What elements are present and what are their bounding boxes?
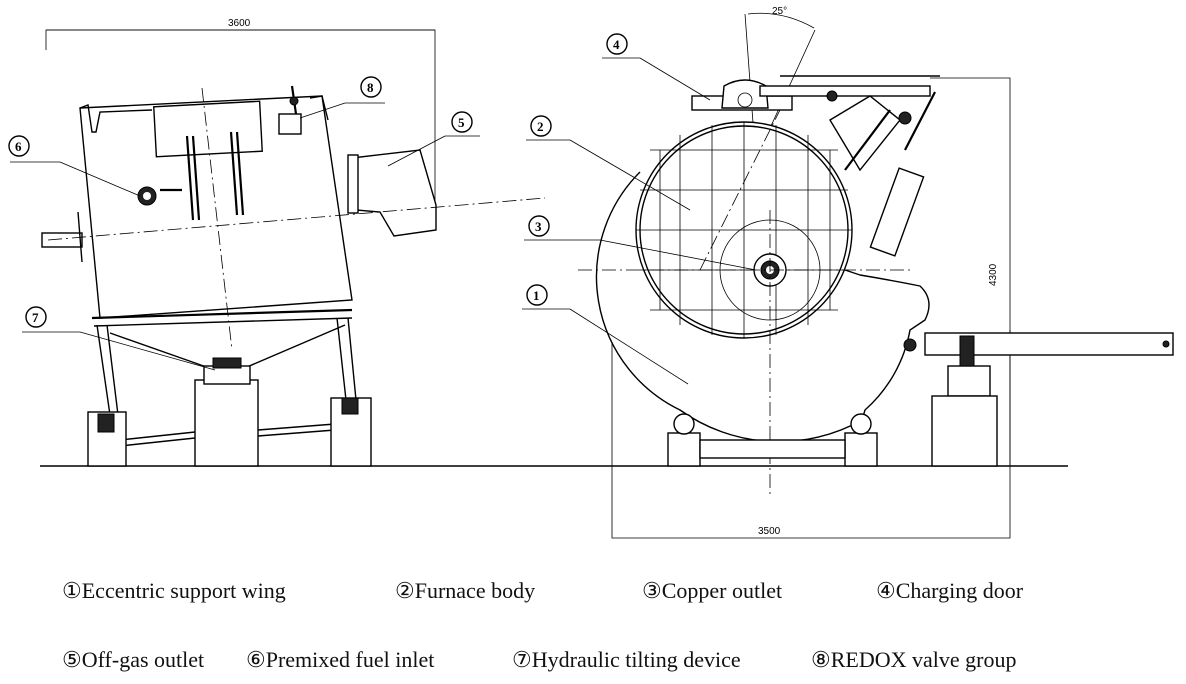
legend-text: Copper outlet <box>661 578 783 603</box>
legend-mark: ⑦ <box>512 647 532 672</box>
callout-5: 5 <box>387 111 480 167</box>
legend-text: Premixed fuel inlet <box>265 647 435 672</box>
svg-text:2: 2 <box>537 119 544 134</box>
callout-8: 8 <box>299 76 385 119</box>
callout-6: 6 <box>8 135 141 197</box>
legend-text: Charging door <box>895 578 1024 603</box>
legend-item-7: ⑦Hydraulic tilting device <box>512 647 741 673</box>
legend-mark: ③ <box>642 578 662 603</box>
dim-width-left: 3600 <box>228 18 251 29</box>
legend-item-4: ④Charging door <box>876 578 1023 604</box>
legend-text: Furnace body <box>414 578 536 603</box>
svg-text:7: 7 <box>32 310 39 325</box>
svg-text:5: 5 <box>458 115 465 130</box>
legend-item-2: ②Furnace body <box>395 578 535 604</box>
legend-mark: ② <box>395 578 415 603</box>
legend-mark: ④ <box>876 578 896 603</box>
legend-text: Hydraulic tilting device <box>531 647 741 672</box>
dim-height-right: 4300 <box>988 263 999 286</box>
legend-item-1: ①Eccentric support wing <box>62 578 286 604</box>
side-view: 3600 <box>41 18 546 467</box>
legend-mark: ⑥ <box>246 647 266 672</box>
callout-2: 2 <box>526 115 691 211</box>
legend-mark: ① <box>62 578 82 603</box>
svg-text:8: 8 <box>367 80 374 95</box>
callout-markers: 1 2 3 4 5 <box>8 33 757 385</box>
legend-item-3: ③Copper outlet <box>642 578 782 604</box>
svg-text:6: 6 <box>15 139 22 154</box>
dim-tilt-angle: 25° <box>772 6 787 17</box>
legend-mark: ⑤ <box>62 647 82 672</box>
legend-mark: ⑧ <box>811 647 831 672</box>
callout-3: 3 <box>524 215 757 271</box>
legend-item-6: ⑥Premixed fuel inlet <box>246 647 434 673</box>
svg-text:4: 4 <box>613 37 620 52</box>
legend-text: Eccentric support wing <box>81 578 286 603</box>
legend-text: REDOX valve group <box>830 647 1017 672</box>
end-view: 3500 4300 25° <box>578 6 1174 539</box>
callout-1: 1 <box>522 284 689 385</box>
callout-4: 4 <box>602 33 711 101</box>
legend-item-5: ⑤Off-gas outlet <box>62 647 204 673</box>
legend-text: Off-gas outlet <box>81 647 205 672</box>
svg-text:1: 1 <box>533 288 540 303</box>
legend-item-8: ⑧REDOX valve group <box>811 647 1016 673</box>
dim-width-right: 3500 <box>758 526 781 537</box>
callout-7: 7 <box>22 306 216 371</box>
svg-text:3: 3 <box>535 219 542 234</box>
